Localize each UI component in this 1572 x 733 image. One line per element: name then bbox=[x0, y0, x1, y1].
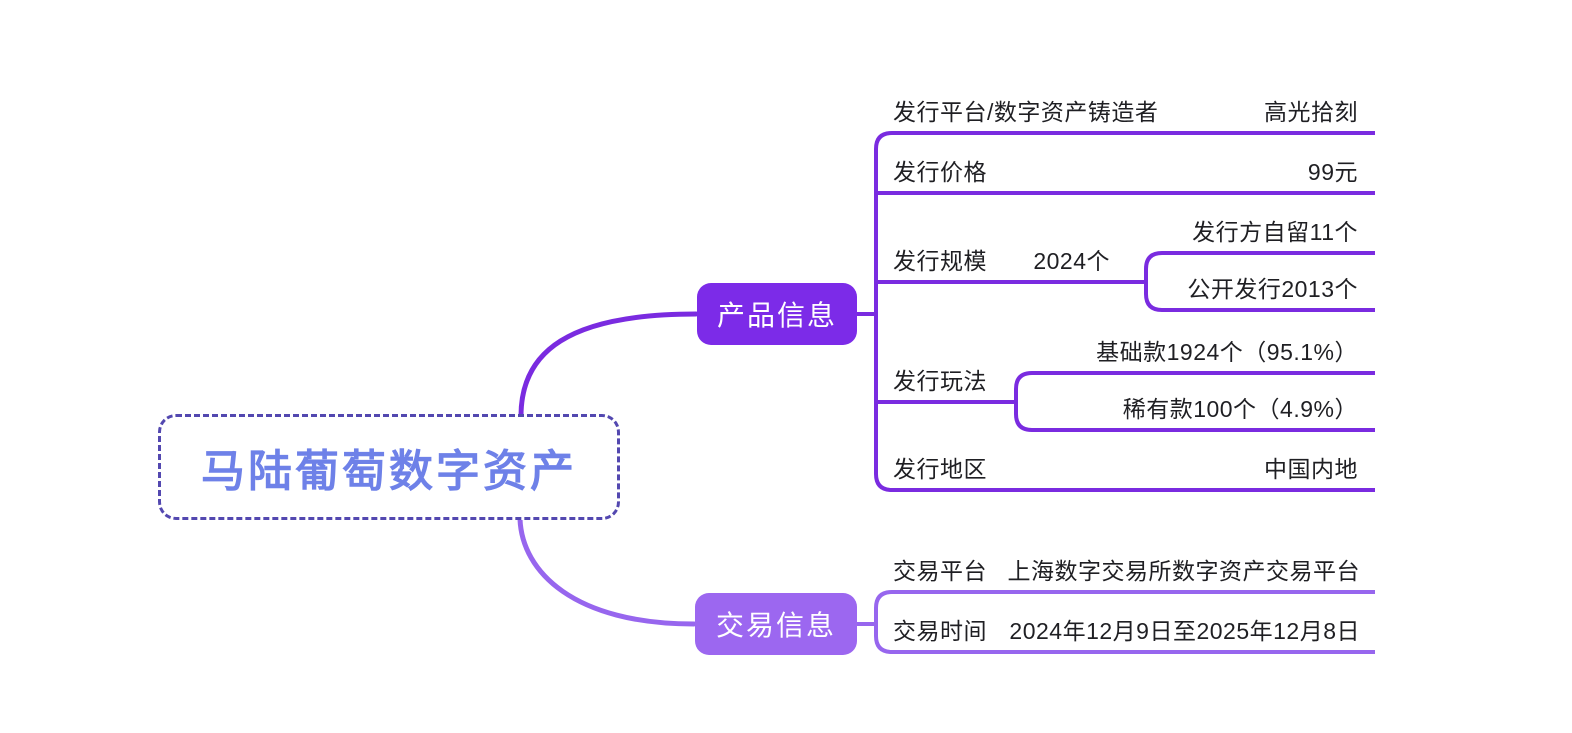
row-value: 99元 bbox=[1307, 159, 1358, 185]
branch-trade-label: 交易信息 bbox=[715, 610, 836, 641]
row-value: 2024个 bbox=[1033, 248, 1110, 274]
topic-row-issue-scale[interactable]: 发行规模 2024个 bbox=[893, 242, 1110, 278]
branch-node-product-info[interactable]: 产品信息 bbox=[697, 283, 857, 345]
root-node[interactable]: 马陆葡萄数字资产 bbox=[158, 414, 620, 520]
row-value: 上海数字交易所数字资产交易平台 bbox=[1007, 558, 1360, 584]
branch-node-trade-info[interactable]: 交易信息 bbox=[695, 593, 857, 655]
product-branch-curve bbox=[518, 311, 699, 419]
topic-row-issue-play[interactable]: 发行玩法 bbox=[893, 362, 1013, 398]
trade-branch-curve bbox=[517, 516, 697, 627]
topic-row-rare-edition[interactable]: 稀有款100个（4.9%） bbox=[1016, 390, 1358, 426]
row-label: 交易平台 bbox=[893, 558, 987, 584]
row-value: 高光拾刻 bbox=[1264, 99, 1358, 125]
topic-row-issue-price[interactable]: 发行价格 99元 bbox=[893, 153, 1358, 189]
topic-row-trade-time[interactable]: 交易时间 2024年12月9日至2025年12月8日 bbox=[893, 612, 1360, 648]
root-label: 马陆葡萄数字资产 bbox=[201, 447, 577, 496]
child-row-label: 公开发行2013个 bbox=[1187, 276, 1358, 302]
row-value: 中国内地 bbox=[1264, 456, 1358, 482]
branch-product-label: 产品信息 bbox=[716, 300, 837, 331]
row-label: 发行玩法 bbox=[893, 368, 987, 394]
topic-row-issue-region[interactable]: 发行地区 中国内地 bbox=[893, 450, 1358, 486]
topic-row-issue-platform[interactable]: 发行平台/数字资产铸造者 高光拾刻 bbox=[893, 93, 1358, 129]
topic-row-basic-edition[interactable]: 基础款1924个（95.1%） bbox=[1016, 333, 1358, 369]
child-row-label: 稀有款100个（4.9%） bbox=[1122, 396, 1358, 422]
child-row-label: 发行方自留11个 bbox=[1192, 219, 1358, 245]
row-label: 发行平台/数字资产铸造者 bbox=[893, 99, 1159, 125]
row-label: 发行规模 bbox=[893, 248, 987, 274]
topic-row-public-issue[interactable]: 公开发行2013个 bbox=[1146, 270, 1358, 306]
row-label: 交易时间 bbox=[893, 618, 987, 644]
row-value: 2024年12月9日至2025年12月8日 bbox=[1009, 618, 1360, 644]
child-row-label: 基础款1924个（95.1%） bbox=[1096, 339, 1358, 365]
topic-row-trade-platform[interactable]: 交易平台 上海数字交易所数字资产交易平台 bbox=[893, 552, 1360, 588]
row-label: 发行价格 bbox=[893, 159, 987, 185]
row-label: 发行地区 bbox=[893, 456, 987, 482]
topic-row-issuer-retained[interactable]: 发行方自留11个 bbox=[1146, 213, 1358, 249]
